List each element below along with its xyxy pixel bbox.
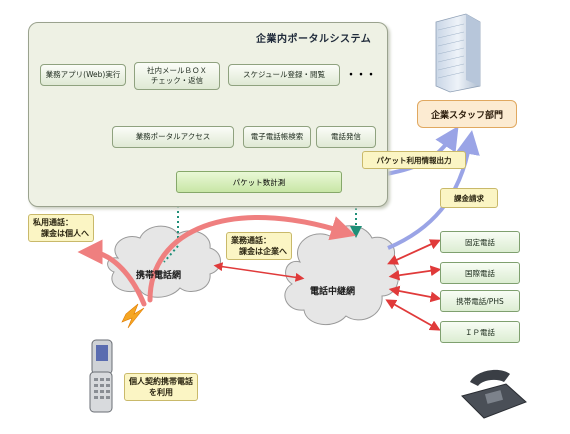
phone-call-button[interactable]: 電話発信	[316, 126, 376, 148]
terminal-mobile-phs: 携帯電話/PHS	[440, 290, 520, 312]
relay-network-cloud	[284, 225, 399, 325]
phone-caption: 個人契約携帯電話 を利用	[124, 373, 198, 401]
business-call-line2: 課金は企業へ	[239, 247, 287, 256]
relay-network-label: 電話中継網	[310, 287, 356, 297]
mail-box-label-1: 社内メールＢＯＸ	[147, 66, 207, 75]
billing-request-label: 課金請求	[440, 188, 498, 208]
portal-title: 企業内ポータルシステム	[256, 34, 372, 45]
terminal-ip-phone: ＩＰ電話	[440, 321, 520, 343]
mail-box-button[interactable]: 社内メールＢＯＸ チェック・返信	[134, 62, 220, 90]
phone-caption-line1: 個人契約携帯電話	[129, 377, 193, 386]
business-call-label: 業務通話： 課金は企業へ	[226, 232, 292, 260]
signal-lightning-icon	[121, 303, 145, 329]
portal-access-button[interactable]: 業務ポータルアクセス	[112, 126, 234, 148]
pink-call-arrows	[77, 215, 356, 307]
more-ellipsis: ・・・	[346, 70, 376, 81]
office-building-icon	[435, 13, 481, 93]
terminal-fixed-phone: 固定電話	[440, 231, 520, 253]
desk-phone-icon	[461, 369, 527, 419]
private-call-label: 私用通話： 課金は個人へ	[28, 214, 94, 242]
packet-output-label: パケット利用情報出力	[362, 151, 466, 169]
packet-counter-box: パケット数計測	[176, 171, 342, 193]
gyomu-app-button[interactable]: 業務アプリ(Web)実行	[40, 64, 126, 86]
phonebook-search-button[interactable]: 電子電話帳検索	[243, 126, 311, 148]
private-call-line2: 課金は個人へ	[41, 229, 89, 238]
staff-dept-box: 企業スタッフ部門	[417, 100, 517, 128]
mobile-phone-icon	[89, 339, 113, 413]
mail-box-label-2: チェック・返信	[150, 76, 204, 85]
schedule-button[interactable]: スケジュール登録・閲覧	[228, 64, 340, 86]
private-call-line1: 私用通話：	[33, 218, 73, 227]
mobile-network-label: 携帯電話網	[136, 271, 182, 281]
terminal-international-phone: 国際電話	[440, 262, 520, 284]
business-call-line1: 業務通話：	[231, 236, 271, 245]
terminal-arrows	[385, 239, 442, 331]
cloud-link-arrow	[213, 262, 305, 282]
phone-caption-line2: を利用	[149, 388, 173, 397]
